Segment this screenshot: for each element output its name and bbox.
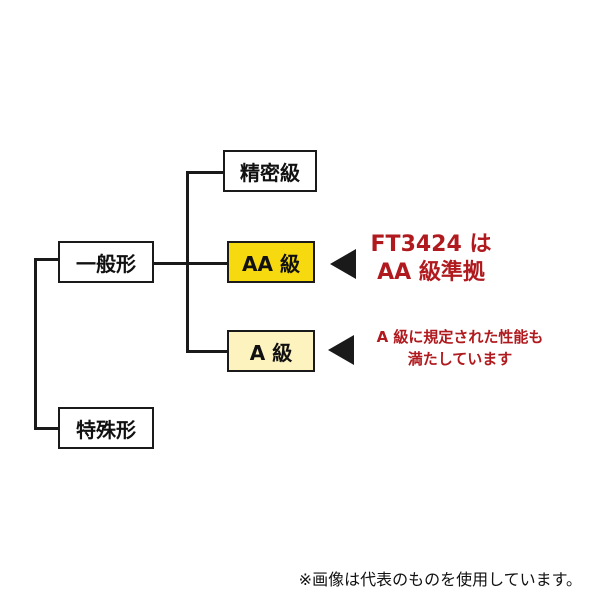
aa-pointer-arrow	[330, 249, 356, 279]
node-special: 特殊形	[58, 407, 154, 449]
aa-note: FT3424 は AA 級準拠	[362, 231, 500, 287]
connector-to-aa	[186, 262, 227, 265]
a-note-line1: A 級に規定された性能も	[376, 328, 544, 346]
connector-to-general	[34, 258, 58, 261]
a-note: A 級に規定された性能も 満たしています	[354, 326, 566, 370]
connector-to-precision	[186, 171, 223, 174]
connector-to-special	[34, 427, 58, 430]
image-disclaimer: ※画像は代表のものを使用しています。	[298, 570, 582, 589]
connector-to-a	[186, 350, 227, 353]
aa-note-line2: AA 級準拠	[377, 260, 485, 285]
aa-note-line1: FT3424 は	[370, 232, 492, 257]
node-general: 一般形	[58, 241, 154, 283]
connector-general-out	[154, 262, 188, 265]
a-pointer-arrow	[328, 335, 354, 365]
root-vertical-line	[34, 258, 37, 429]
node-aa-class: AA 級	[227, 241, 315, 283]
a-note-line2: 満たしています	[407, 350, 513, 368]
node-a-class: A 級	[227, 330, 315, 372]
node-precision: 精密級	[223, 150, 317, 192]
